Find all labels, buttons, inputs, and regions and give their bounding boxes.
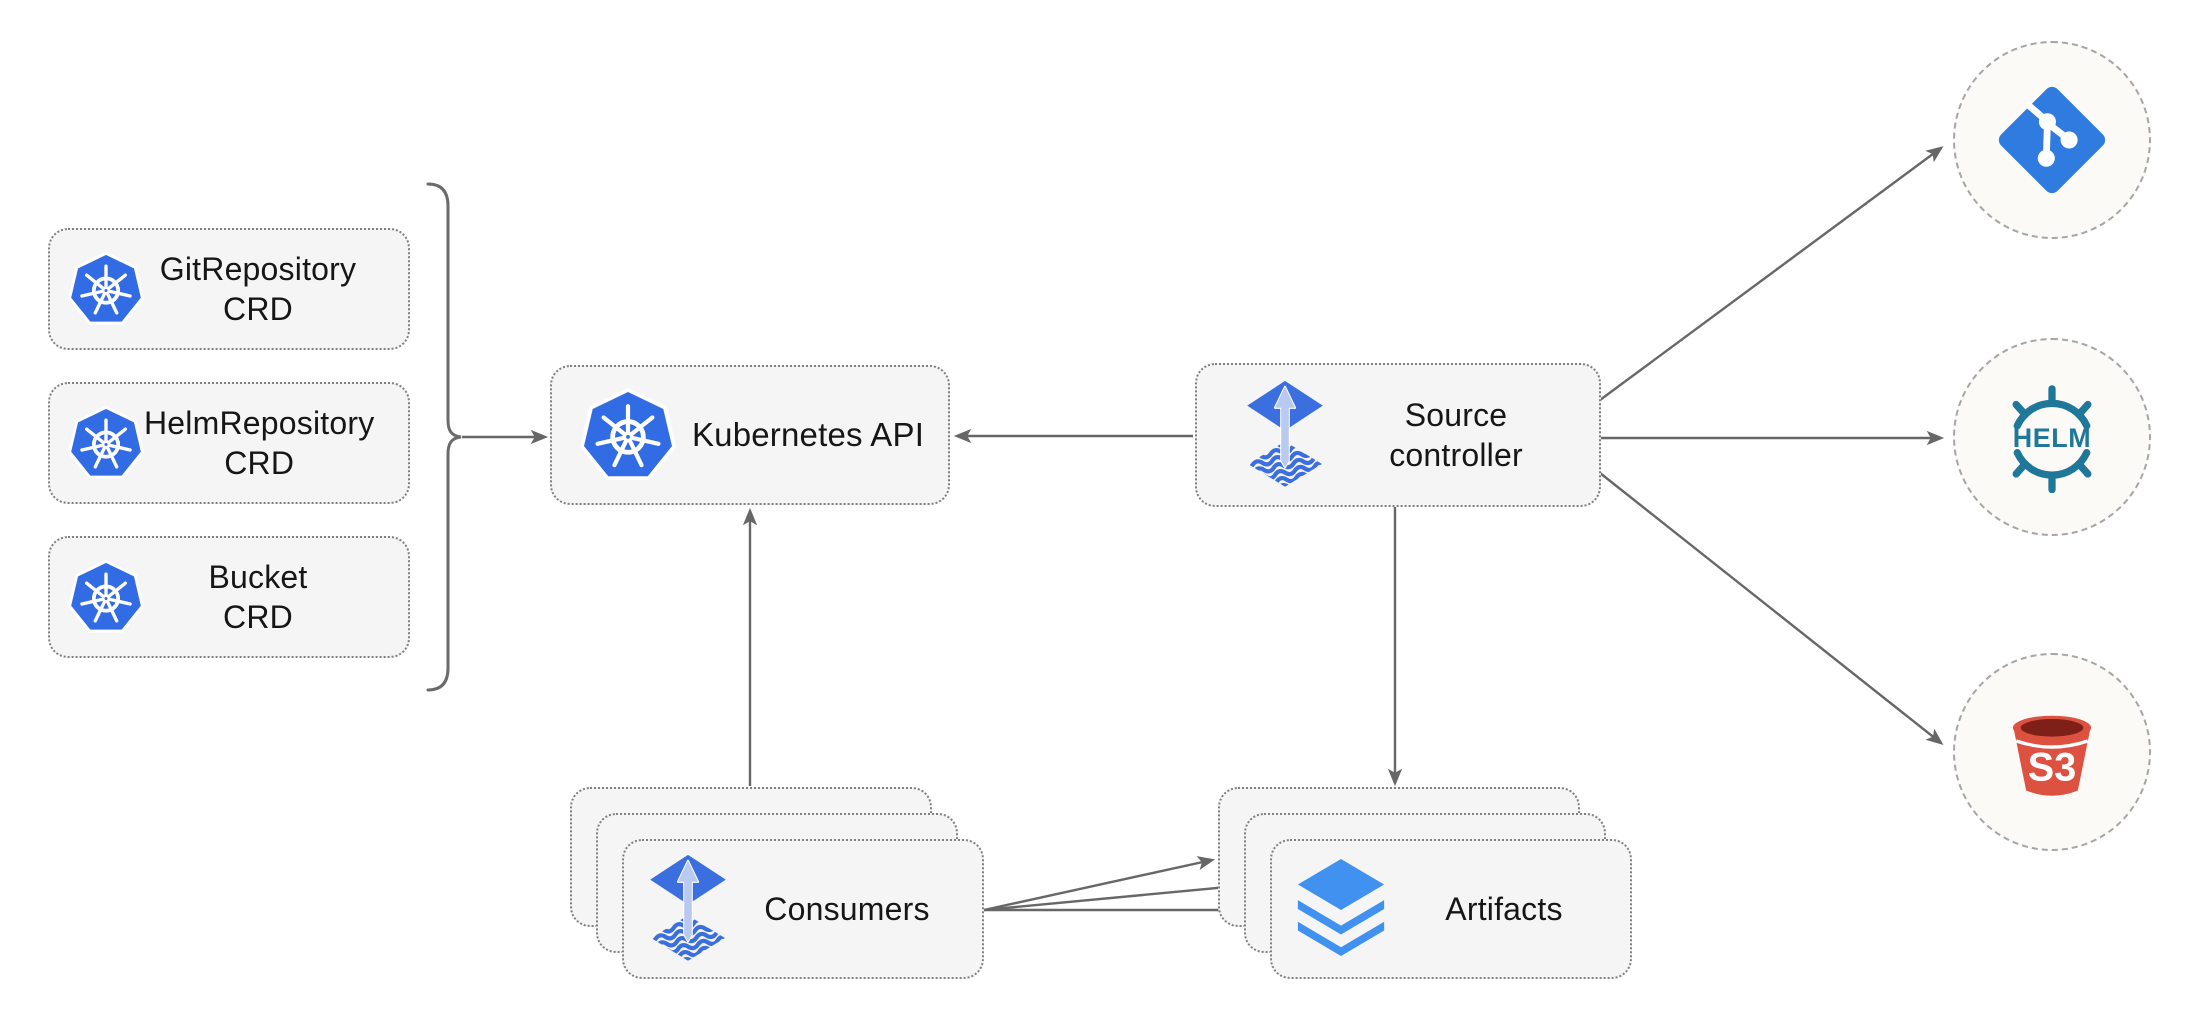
kubernetes-icon [68,559,144,635]
node-git [1953,41,2151,239]
node-source-controller: Source controller [1195,363,1601,507]
node-bucket-crd: Bucket CRD [48,536,410,658]
artifacts-front-card: Artifacts [1270,839,1632,979]
kubernetes-icon [68,251,144,327]
node-kubernetes-api: Kubernetes API [550,365,950,505]
node-artifacts: Artifacts [1218,787,1632,979]
crd-group-bracket [426,182,462,692]
flux-icon [646,854,730,965]
layers-icon [1292,857,1390,961]
flux-icon [1243,380,1327,491]
kubernetes-icon [68,405,144,481]
node-s3 [1953,653,2151,851]
arrow-source-controller-to-git [1599,146,1944,401]
helm-icon [1996,381,2108,493]
node-label: Kubernetes API [691,416,925,453]
arrow-source-controller-to-s3 [1599,472,1944,745]
arrow-consumers-to-artifacts-1 [983,856,1216,912]
node-label: Artifacts [1445,891,1563,927]
s3-icon [1997,697,2107,807]
arrow-consumers-to-artifacts-2 [983,880,1242,912]
consumers-front-card: Consumers [622,839,984,979]
node-label: GitRepository CRD [159,251,357,327]
node-label: HelmRepository CRD [144,405,375,481]
node-helm [1953,338,2151,536]
node-label: Source controller [1389,397,1523,473]
git-icon [1995,83,2109,197]
node-label: Consumers [764,891,930,927]
node-label: Bucket CRD [208,559,308,635]
kubernetes-icon [580,387,676,483]
node-gitrepository-crd: GitRepository CRD [48,228,410,350]
node-consumers: Consumers [570,787,984,979]
node-helmrepository-crd: HelmRepository CRD [48,382,410,504]
